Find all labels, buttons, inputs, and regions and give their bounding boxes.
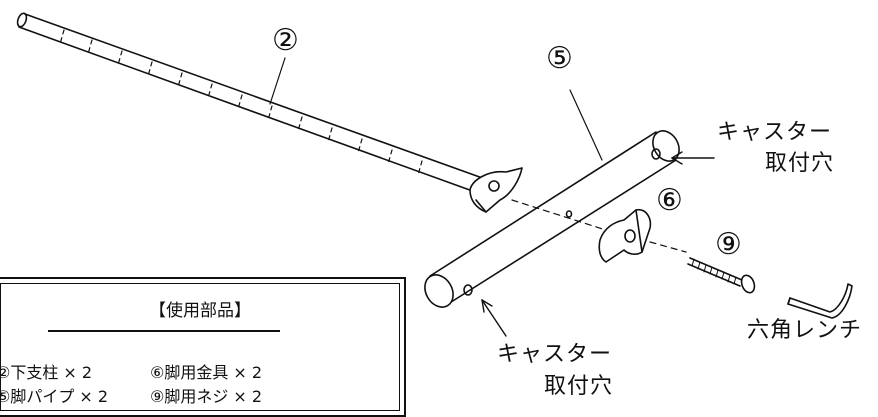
- callout-part2: ②: [272, 23, 299, 58]
- leg-bracket: [598, 208, 652, 263]
- assembly-diagram: [16, 12, 853, 337]
- parts-row-2: ⑤脚パイプ × 2 ⑨脚用ネジ × 2: [0, 383, 262, 407]
- parts-item: ②下支柱 × 2: [0, 363, 93, 382]
- leader-part2: [269, 57, 286, 105]
- caster-hole-bottom-line1: キャスター: [497, 342, 613, 367]
- hex-wrench: [787, 283, 853, 319]
- arrow-caster-bottom: [481, 299, 507, 337]
- callout-part6: ⑥: [656, 183, 683, 218]
- hex-wrench-label: 六角レンチ: [747, 318, 863, 343]
- parts-row-1: ②下支柱 × 2 ⑥脚用金具 × 2: [0, 359, 262, 383]
- caster-hole-bottom-line2: 取付穴: [544, 374, 614, 399]
- caster-hole-right-line1: キャスター: [717, 120, 833, 145]
- parts-list-box: 【使用部品】 ②下支柱 × 2 ⑥脚用金具 × 2 ⑤脚パイプ × 2 ⑨脚用ネジ …: [0, 277, 406, 417]
- parts-item: ⑨脚用ネジ × 2: [150, 387, 263, 406]
- parts-list-divider: [48, 330, 280, 332]
- parts-list-title: 【使用部品】: [149, 301, 251, 321]
- parts-item: ⑤脚パイプ × 2: [0, 387, 109, 406]
- callout-part5: ⑤: [546, 41, 573, 76]
- post-holes: [59, 29, 423, 176]
- arrow-caster-right: [671, 151, 715, 165]
- lower-post-tube: [16, 12, 523, 213]
- leader-part5: [569, 89, 603, 161]
- parts-item: ⑥脚用金具 × 2: [150, 363, 263, 382]
- assembly-guide-line-2: [649, 241, 687, 253]
- callout-part9: ⑨: [715, 227, 742, 262]
- assembly-guide-line-1: [511, 199, 613, 233]
- leg-screw: [687, 257, 756, 294]
- caster-hole-right-line2: 取付穴: [765, 151, 835, 176]
- leg-pipe: [424, 130, 680, 308]
